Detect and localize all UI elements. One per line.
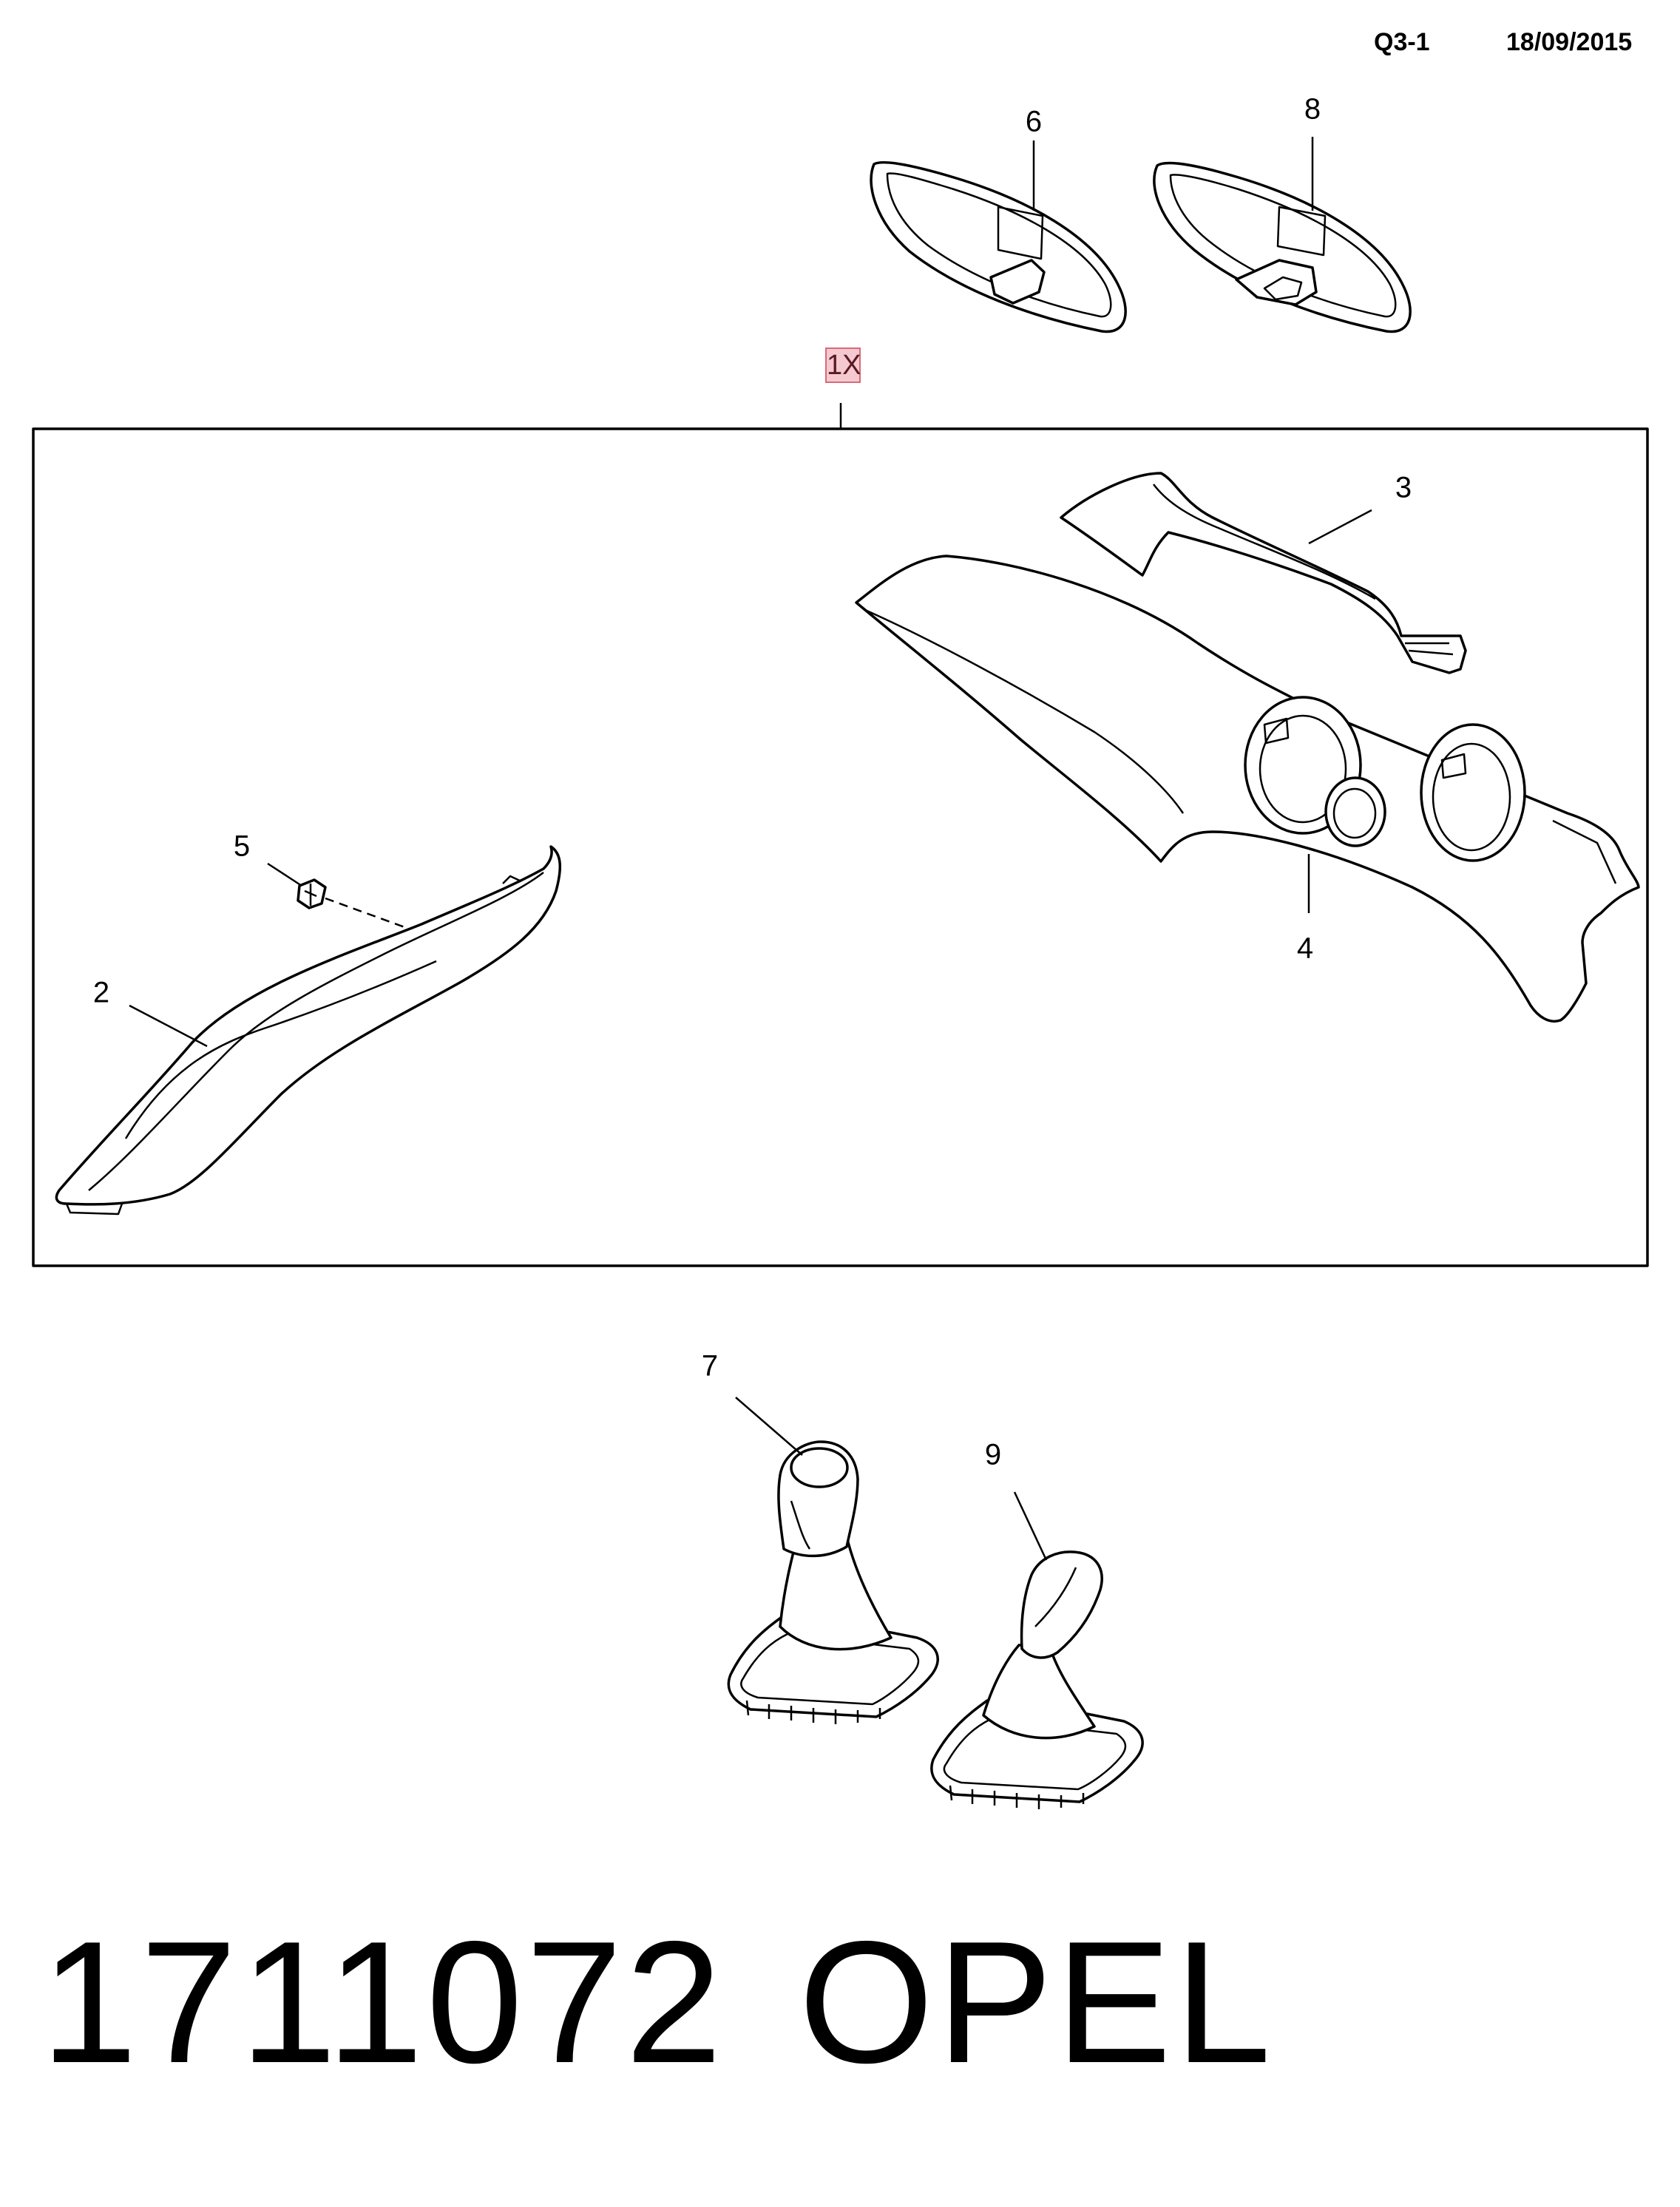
callout-9: 9 [984,1438,1002,1471]
brand-name: OPEL [799,1905,1274,2099]
callout-8: 8 [1304,92,1321,126]
clip-dashed-line [325,897,407,929]
leader-9 [1013,1491,1048,1561]
callout-4: 4 [1296,932,1314,965]
page-code: Q3-1 [1374,28,1430,56]
gear-knob-9-drawing [930,1550,1144,1809]
page-date: 18/09/2015 [1506,28,1633,56]
mirror-8-drawing [1153,161,1412,333]
callout-6: 6 [1025,105,1043,138]
part-number: 1711072 [41,1905,725,2099]
gear-knob-7-drawing [727,1440,939,1724]
clip-5-drawing [297,878,327,909]
leader-3 [1308,509,1372,545]
leader-5 [267,862,302,887]
quantity-marker: 1X [825,348,861,383]
trim-panel-2-drawing [55,845,562,1216]
trim-strip-3-drawing [1060,472,1467,674]
callout-5: 5 [233,830,251,863]
callout-7: 7 [701,1349,719,1383]
mirror-6-drawing [870,161,1127,333]
callout-2: 2 [92,976,110,1009]
leader-2 [129,1004,208,1048]
callout-3: 3 [1395,471,1412,504]
pillar-pod-4-drawing [855,555,1640,1023]
leader-7 [735,1397,803,1456]
